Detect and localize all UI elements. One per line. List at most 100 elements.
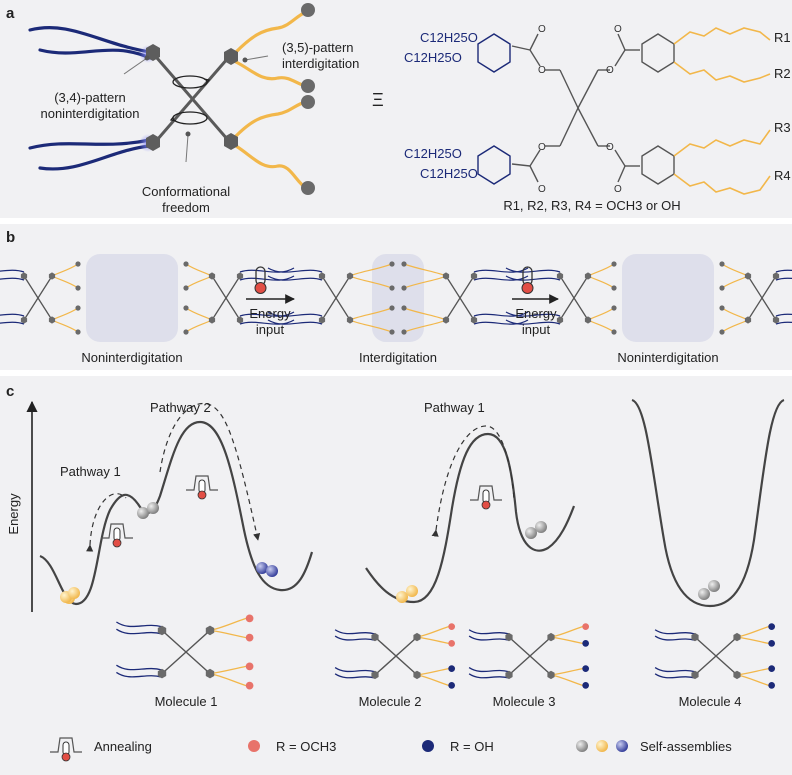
blue-chain <box>116 628 163 635</box>
hexagon-node <box>346 272 354 280</box>
hexagon-node <box>744 316 752 324</box>
blue-chain <box>654 629 696 635</box>
cross-bond <box>321 275 351 321</box>
blue-chain <box>0 277 25 281</box>
blue-chain <box>775 277 792 281</box>
legend-oh-dot <box>422 740 434 752</box>
end-group-dots <box>301 3 315 195</box>
label-34-noninterdigitation: noninterdigitation <box>40 106 139 121</box>
assembly <box>267 254 529 342</box>
hexagon-node <box>208 272 216 280</box>
molecule-schematic <box>654 623 776 689</box>
end-group-dot <box>75 285 81 291</box>
blue-chain <box>0 313 25 317</box>
hexagon-node <box>470 272 478 280</box>
hexagon-node <box>772 316 780 324</box>
hexagon-node <box>744 272 752 280</box>
label-freedom: freedom <box>162 200 210 215</box>
blue-chain <box>267 319 323 325</box>
end-group-dot <box>183 261 189 267</box>
self-assembly-balls <box>60 502 720 604</box>
pathway1-label-right: Pathway 1 <box>424 400 485 415</box>
blue-chain <box>116 671 163 678</box>
cross-bond <box>747 275 777 321</box>
hexagon-node <box>733 632 741 642</box>
end-group-dot <box>389 285 395 291</box>
molecule-3-label: Molecule 3 <box>493 694 556 709</box>
hexagon-node <box>208 316 216 324</box>
blue-chain <box>239 275 295 281</box>
end-group-dot <box>768 623 776 630</box>
blue-chain <box>654 673 696 679</box>
hexagon-node <box>691 632 699 642</box>
orange-glycol-chains <box>234 10 308 190</box>
hexagon-node <box>20 316 28 324</box>
hexagon-node <box>205 668 215 679</box>
hexagon-node <box>318 316 326 324</box>
blue-chain <box>505 319 561 325</box>
end-group-dot <box>75 261 81 267</box>
energy-landscape-molecule-2-3 <box>365 432 576 604</box>
svg-text:O: O <box>614 184 622 195</box>
blue-alkyl-chains <box>28 26 152 171</box>
svg-text:O: O <box>614 24 622 35</box>
hexagon-node <box>371 632 379 642</box>
equivalence-symbol: Ξ <box>372 90 384 110</box>
blue-chain <box>775 321 792 325</box>
cross-bond <box>211 275 241 321</box>
molecule-schematic <box>116 614 254 690</box>
hexagon-node <box>318 272 326 280</box>
blue-chain <box>0 321 25 325</box>
orange-glycol-chains-structure <box>673 27 771 195</box>
end-group-dot <box>611 261 617 267</box>
hexagon-node <box>691 670 699 680</box>
hexagon-node <box>584 272 592 280</box>
molecule-schematic <box>468 623 590 689</box>
label-35-interdigitation: interdigitation <box>282 56 359 71</box>
cross-bond <box>559 275 589 321</box>
thermometer-bulb <box>112 538 122 548</box>
end-group-dot <box>719 305 725 311</box>
end-group-dot <box>401 305 407 311</box>
end-group-dot <box>401 261 407 267</box>
end-group-dot <box>75 329 81 335</box>
hexagon-node <box>236 272 244 280</box>
end-group-dot <box>611 285 617 291</box>
annealing-icon <box>50 737 82 762</box>
hexagon-node <box>772 272 780 280</box>
r-group-caption: R1, R2, R3, R4 = OCH3 or OH <box>503 198 680 213</box>
panel-c-molecules <box>116 614 776 690</box>
state-interdigitation: Interdigitation <box>359 350 437 365</box>
molecule-2-label: Molecule 2 <box>359 694 422 709</box>
legend-gray-ball <box>576 740 588 752</box>
hexagon-node <box>157 625 167 636</box>
hexagon-node <box>413 670 421 680</box>
end-group-dot <box>183 285 189 291</box>
panel-a-letter: a <box>6 5 15 22</box>
blue-chain <box>775 269 792 273</box>
pathway2-arrow <box>159 402 261 541</box>
panel-c-letter: c <box>6 383 14 400</box>
blue-chain <box>775 313 792 317</box>
energy-input-2: Energy <box>515 306 557 321</box>
cross-bond <box>445 275 475 321</box>
cross-bond <box>23 275 53 321</box>
hexagon-node <box>236 316 244 324</box>
end-group-dot <box>245 633 254 642</box>
r-label: R1 <box>774 30 791 45</box>
end-group-dot <box>245 681 254 690</box>
thermometer-bulb <box>197 490 207 500</box>
end-group-dot <box>582 665 590 672</box>
panel-a-background <box>0 0 792 218</box>
end-group-dot <box>611 329 617 335</box>
assembly <box>0 254 295 342</box>
hexagon-node <box>20 272 28 280</box>
end-group-dot <box>448 682 456 689</box>
blue-chain <box>239 311 295 317</box>
molecule-1-label: Molecule 1 <box>155 694 218 709</box>
end-group-dot <box>719 329 725 335</box>
end-group-dot <box>245 662 254 671</box>
label-34-pattern: (3,4)-pattern <box>54 90 126 105</box>
